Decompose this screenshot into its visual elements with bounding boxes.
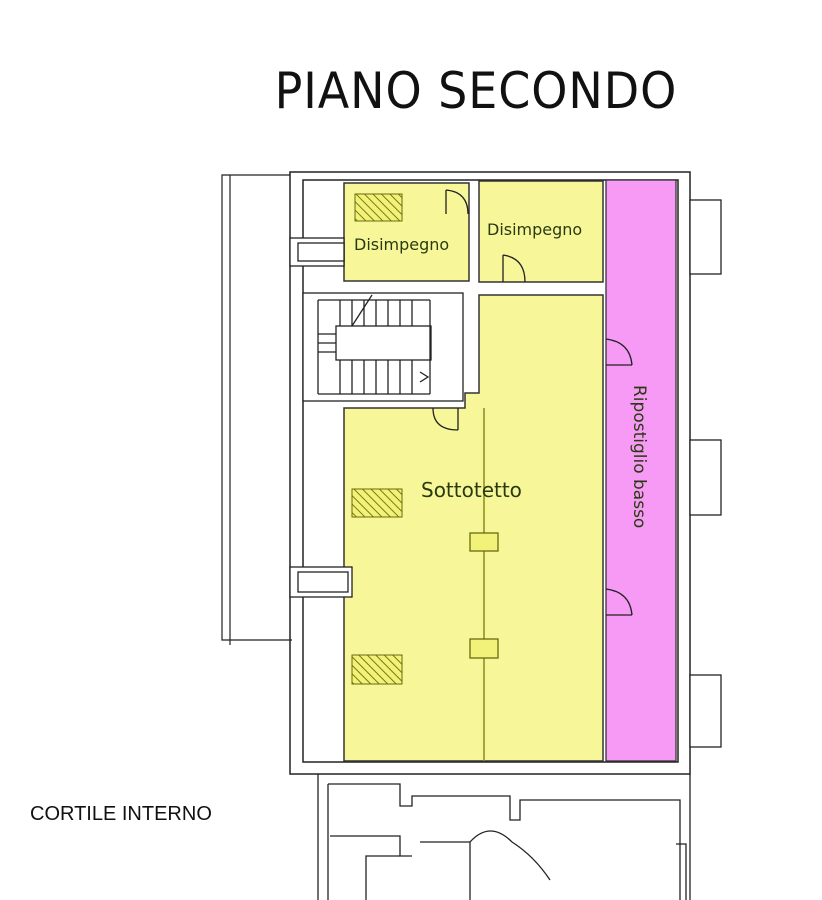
room-sottotetto <box>343 294 604 762</box>
label-ripostiglio: Ripostiglio basso <box>629 385 649 528</box>
staircase <box>302 292 464 402</box>
label-disimpegno-left: Disimpegno <box>354 235 449 254</box>
label-disimpegno-right: Disimpegno <box>487 220 582 239</box>
room-ripostiglio <box>605 179 677 762</box>
left-windows <box>289 237 353 598</box>
door-swings <box>432 189 633 616</box>
right-balconies <box>689 199 722 748</box>
hatched-flue <box>354 193 403 222</box>
pillar <box>469 532 499 552</box>
courtyard-label: CORTILE INTERNO <box>30 803 212 825</box>
room-disimpegno-right <box>478 180 604 283</box>
label-sottotetto: Sottotetto <box>421 478 522 502</box>
pillar <box>469 638 499 659</box>
hatched-flue <box>351 488 403 518</box>
hatched-flue <box>351 654 403 685</box>
plan-title: PIANO SECONDO <box>274 62 678 120</box>
left-neighbour-outline <box>221 174 292 645</box>
lower-building-fragment <box>317 774 691 900</box>
